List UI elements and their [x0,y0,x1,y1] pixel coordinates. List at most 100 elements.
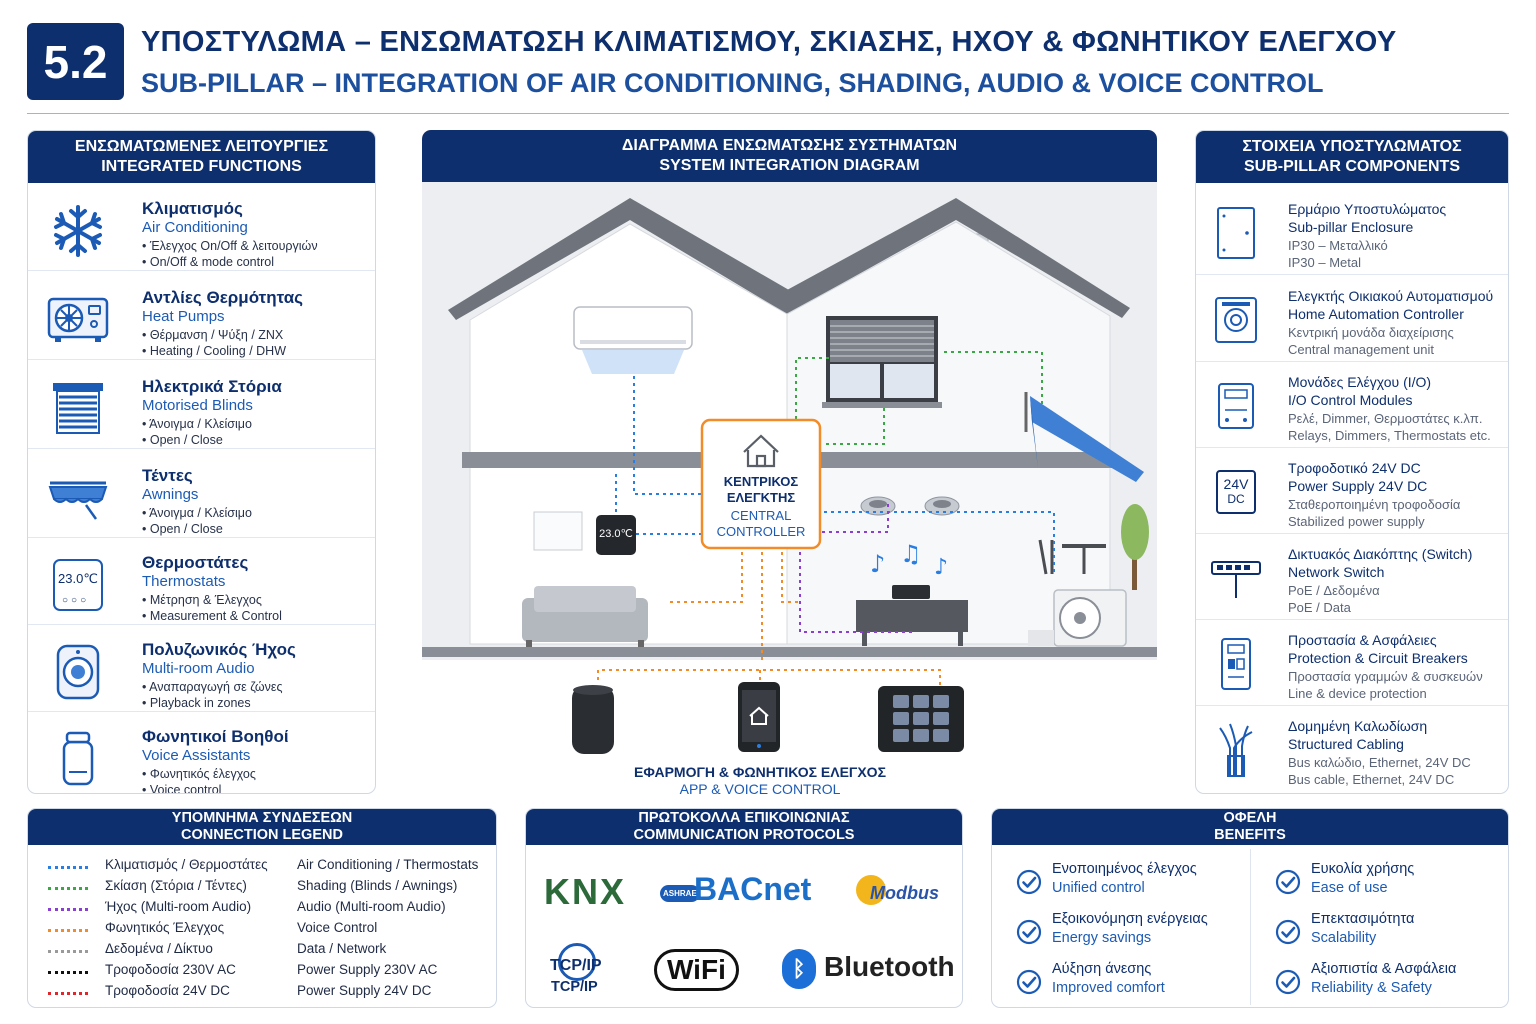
knx-logo: KNX [544,871,627,912]
central-controller-box [700,418,822,550]
legend-label-english: Audio (Multi-room Audio) [297,899,446,914]
heat-pump-icon [46,292,110,348]
panel-title-greek: ΔΙΑΓΡΑΜΜΑ ΕΝΣΩΜΑΤΩΣΗΣ ΣΥΣΤΗΜΑΤΩΝ [621,137,958,154]
tcpip-logo: TCP/IP [550,957,602,974]
component-row-controller: Ελεγκτής Οικιακού Αυτοματισμού Home Auto… [1196,276,1508,362]
panel-header: ΟΦΕΛΗ BENEFITS [992,809,1508,845]
panel-title-english: BENEFITS [1214,827,1286,843]
legend-label-english: Data / Network [297,941,387,956]
function-title-greek: Αντλίες Θερμότητας [142,288,303,307]
function-title-english: Air Conditioning [142,219,248,236]
connection-legend-panel: ΥΠΟΜΝΗΜΑ ΣΥΝΔΕΣΕΩΝ CONNECTION LEGEND Κλι… [27,808,497,1008]
tablet-icon [878,686,964,752]
function-title-english: Voice Assistants [142,747,251,764]
checkmark-icon [1275,919,1301,945]
function-bullet-english: • Measurement & Control [142,609,282,623]
function-row-heat-pumps: Αντλίες Θερμότητας Heat Pumps • Θέρμανση… [28,272,375,360]
component-note-greek: Κεντρική μονάδα διαχείρισης [1288,325,1454,340]
function-row-motorised-blinds: Ηλεκτρικά Στόρια Motorised Blinds • Άνοι… [28,361,375,449]
panel-title-greek: ΥΠΟΜΝΗΜΑ ΣΥΝΔΕΣΕΩΝ [171,810,353,826]
enclosure-icon [1210,205,1262,261]
svg-text:♫: ♫ [900,540,922,568]
system-integration-diagram-panel: ΔΙΑΓΡΑΜΜΑ ΕΝΣΩΜΑΤΩΣΗΣ ΣΥΣΤΗΜΑΤΩΝ SYSTEM … [422,130,1157,660]
function-bullet-greek: • Αναπαραγωγή σε ζώνες [142,680,283,694]
panel-title-greek: ΟΦΕΛΗ [1223,810,1277,826]
benefit-label-greek: Αύξηση άνεσης [1052,961,1152,977]
component-title-greek: Δομημένη Καλωδίωση [1288,718,1428,734]
page-title-english: SUB-PILLAR – INTEGRATION OF AIR CONDITIO… [141,68,1324,98]
function-row-thermostats: 23.0℃ ○○○ Θερμοστάτες Thermostats • Μέτρ… [28,537,375,625]
legend-label-greek: Κλιματισμός / Θερμοστάτες [105,857,268,872]
component-title-greek: Δικτυακός Διακόπτης (Switch) [1288,546,1473,562]
benefit-label-greek: Ενοποιημένος έλεγχος [1052,861,1197,877]
page-title-greek: ΥΠΟΣΤΥΛΩΜΑ – ΕΝΣΩΜΑΤΩΣΗ ΚΛΙΜΑΤΙΣΜΟΥ, ΣΚΙ… [141,26,1397,58]
component-title-greek: Προστασία & Ασφάλειες [1288,632,1437,648]
function-title-greek: Φωνητικοί Βοηθοί [142,727,289,746]
window-blind-slats [830,320,934,362]
house-illustration: 23.0℃ ♪ ♫ ♪ [422,182,1157,660]
component-row-structured-cabling: Δομημένη Καλωδίωση Structured Cabling Bu… [1196,706,1508,792]
awning-icon [46,470,110,526]
function-bullet-english: • Open / Close [142,522,223,536]
component-title-english: Home Automation Controller [1288,306,1464,322]
speaker-icon [46,644,110,700]
function-bullet-english: • Heating / Cooling / DHW [142,344,287,358]
modbus-logo-icon [856,875,886,905]
function-bullet-greek: • Άνοιγμα / Κλείσιμο [142,506,252,520]
panel-header: ΠΡΩΤΟΚΟΛΛΑ ΕΠΙΚΟΙΝΩΝΙΑΣ COMMUNICATION PR… [526,809,962,845]
component-row-enclosure: Ερμάριο Υποστυλώματος Sub-pillar Enclosu… [1196,189,1508,275]
header-divider [27,113,1509,114]
power-supply-icon: 24V DC [1210,464,1262,520]
panel-header: ΥΠΟΜΝΗΜΑ ΣΥΝΔΕΣΕΩΝ CONNECTION LEGEND [28,809,496,845]
legend-label-english: Power Supply 24V DC [297,983,432,998]
function-bullet-english: • Voice control [142,783,222,794]
benefit-label-english: Reliability & Safety [1311,980,1432,996]
component-title-greek: Ελεγκτής Οικιακού Αυτοματισμού [1288,288,1494,304]
component-row-io-modules: Μονάδες Ελέγχου (I/O) I/O Control Module… [1196,362,1508,448]
function-bullet-english: • On/Off & mode control [142,255,274,269]
app-voice-label-english: APP & VOICE CONTROL [679,781,841,797]
checkmark-icon [1016,869,1042,895]
legend-line-swatch [48,929,88,932]
legend-label-greek: Τροφοδοσία 230V AC [105,962,236,977]
component-row-circuit-breakers: Προστασία & Ασφάλειες Protection & Circu… [1196,620,1508,706]
integrated-functions-panel: ΕΝΣΩΜΑΤΩΜΕΝΕΣ ΛΕΙΤΟΥΡΓΙΕΣ INTEGRATED FUN… [27,130,376,794]
component-title-english: Sub-pillar Enclosure [1288,219,1414,235]
network-switch-icon [1210,550,1262,606]
power-supply-label-type: DC [1227,492,1245,506]
panel-header: ΣΤΟΙΧΕΙΑ ΥΠΟΣΤΥΛΩΜΑΤΟΣ SUB-PILLAR COMPON… [1196,131,1508,183]
panel-title-greek: ΠΡΩΤΟΚΟΛΛΑ ΕΠΙΚΟΙΝΩΝΙΑΣ [638,810,850,826]
panel-header: ΕΝΣΩΜΑΤΩΜΕΝΕΣ ΛΕΙΤΟΥΡΓΙΕΣ INTEGRATED FUN… [28,131,375,183]
smart-speaker-icon [572,685,614,754]
function-title-greek: Τέντες [142,466,193,485]
voice-assistant-icon [46,731,110,787]
component-note-greek: IP30 – Μεταλλικό [1288,238,1388,253]
house-icon [743,434,779,468]
checkmark-icon [1275,969,1301,995]
controller-label-english-1: CENTRAL [731,508,792,523]
legend-item: Σκίαση (Στόρια / Τέντες)Shading (Blinds … [48,878,496,898]
app-and-voice-devices [572,669,964,754]
component-title-english: Power Supply 24V DC [1288,478,1428,494]
controller-label-greek-1: ΚΕΝΤΡΙΚΟΣ [724,474,799,489]
controller-label-greek-2: ΕΛΕΓΚΤΗΣ [727,490,796,505]
function-row-voice-assistants: Φωνητικοί Βοηθοί Voice Assistants • Φωνη… [28,711,375,794]
thermostat-icon-readout: 23.0℃ [58,571,98,586]
function-row-multi-room-audio: Πολυζωνικός Ήχος Multi-room Audio • Αναπ… [28,624,375,712]
controller-icon [1210,292,1262,348]
power-supply-label-voltage: 24V [1223,476,1249,492]
component-note-english: Central management unit [1288,342,1434,357]
component-note-english: IP30 – Metal [1288,255,1361,270]
function-bullet-greek: • Άνοιγμα / Κλείσιμο [142,417,252,431]
legend-label-greek: Φωνητικός Έλεγχος [105,920,225,935]
section-number-badge: 5.2 [27,23,124,100]
benefit-label-english: Improved comfort [1052,980,1165,996]
svg-text:♪: ♪ [934,555,948,580]
